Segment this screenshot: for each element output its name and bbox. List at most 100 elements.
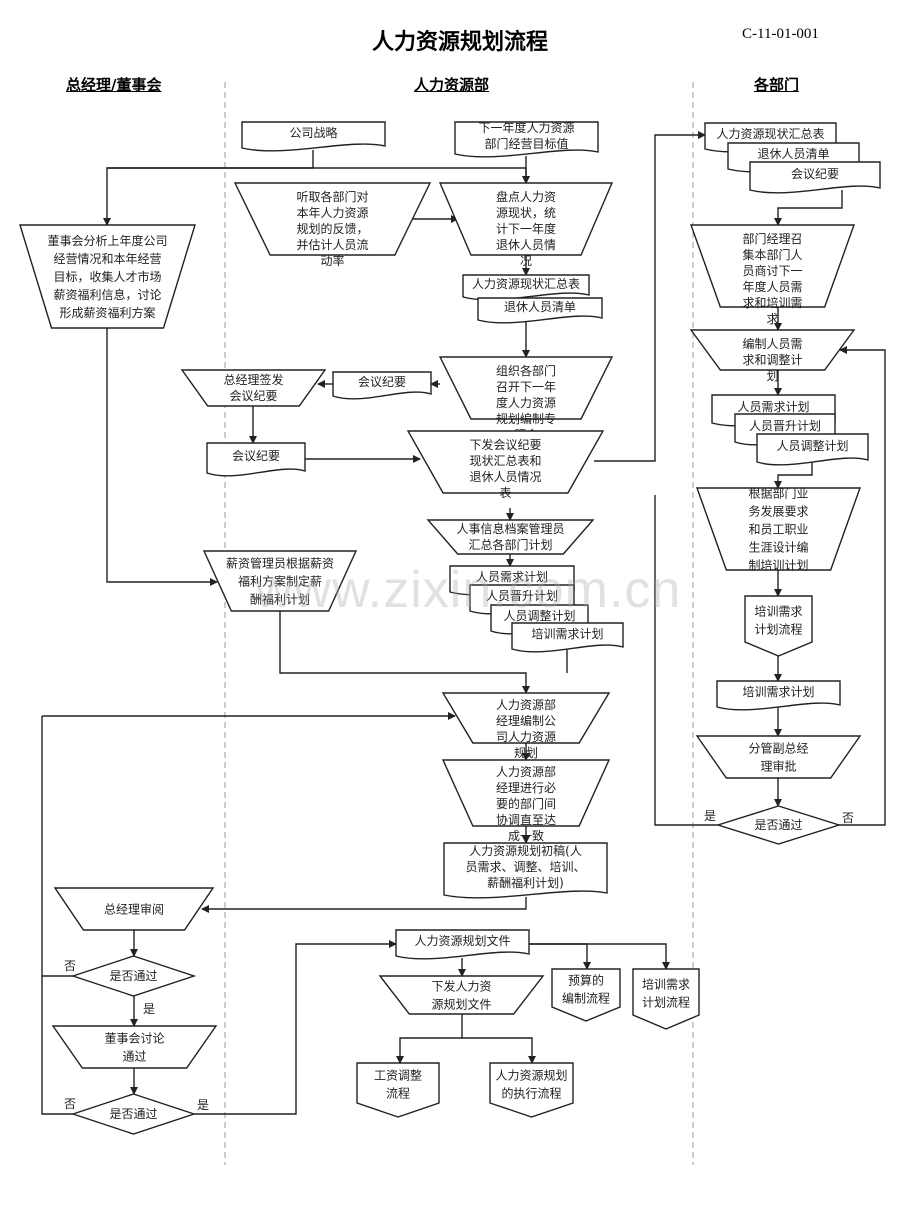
node-label-line: 培训需求 [754,604,802,619]
node-label-line: 是否通过 [754,818,802,832]
node-label-line: 本年人力资源 [296,206,368,220]
node-label-line: 表 [499,486,511,500]
doc-shape [206,442,306,477]
connector-line [106,328,218,586]
node-label-line: 退休人员清单 [504,300,576,314]
node-label-line: 董事会分析上年度公司 [47,233,167,248]
node-label-line: 退休人员情 [496,238,556,252]
node-label-line: 现状汇总表和 [469,454,541,468]
connectors [41,131,886,1115]
doc-shape [332,371,432,400]
node-label-line: 酬福利计划 [250,592,310,607]
connector-line [41,716,73,977]
diamond-shape [715,805,842,845]
offpage-shape [744,595,813,657]
node-label-line: 编制人员需 [742,336,802,351]
node-label-line: 人事信息档案管理员 [456,521,564,536]
node-label-line: 会议纪要 [791,167,839,181]
node-label-line: 薪资管理员根据薪资 [226,556,334,571]
node-label-line: 人力资源部 [496,697,556,712]
node-label-line: 员商讨下一 [742,263,802,278]
connector-line [41,976,73,1115]
node-label-line: 人员晋升计划 [486,589,558,603]
node-doc-minutes-2: 会议纪要 [206,442,306,477]
diamond-shape [70,955,197,997]
node-label-line: 要的部门间 [496,796,556,811]
doc-shape [454,121,599,158]
node-label-line: 总经理审阅 [104,902,164,917]
lane-header-departments: 各部门 [754,76,800,94]
node-label-line: 经营情况和本年经营 [53,252,161,266]
connector-line [594,131,706,462]
branch-label-yes: 是 [704,809,716,823]
doc-shape [749,161,881,194]
connector-line [839,346,886,826]
connector-line [107,167,530,184]
node-plan-file: 人力资源规划文件 [395,929,530,960]
trap-shape [426,519,595,555]
trap-shape [441,692,611,744]
lane-header-hr-dept: 人力资源部 [414,76,490,94]
node-label-line: 会议纪要 [229,389,277,403]
node-label-line: 下发会议纪要 [469,437,541,452]
node-label-line: 总经理签发 [223,372,283,387]
node-dept-doc-adjust: 人员调整计划 [756,433,869,466]
node-label-line: 生涯设计编 [748,540,808,555]
node-label-line: 规划编制专 [496,411,556,426]
node-label-line: 计划流程 [642,995,690,1010]
node-label-line: 协调直至达 [496,812,556,827]
connector-line [462,1037,536,1064]
node-label-line: 是否通过 [109,1107,157,1121]
connector-line [774,462,813,489]
node-label-line: 制培训计划 [748,558,808,573]
node-label-line: 年度人员需 [742,279,802,294]
node-label-line: 规划 [514,745,538,760]
node-label-line: 成一致 [508,829,544,843]
node-label-line: 动率 [320,253,344,268]
node-label-line: 部门经营目标值 [484,136,568,151]
node-label-line: 况 [520,254,532,268]
node-label-line: 求和培训需 [742,295,802,310]
node-gm-review: 总经理审阅 [53,887,215,931]
doc-shape [511,622,624,653]
node-label-line: 理审批 [760,759,796,774]
node-board-decision: 是否通过 [70,1093,197,1135]
node-label-line: 求 [766,312,778,326]
node-label-line: 董事会讨论 [104,1032,164,1046]
branch-label-no: 否 [64,1097,76,1111]
node-label-line: 会议纪要 [232,449,280,463]
trap-shape [406,430,605,494]
node-label-line: 集本部门人 [742,247,802,262]
node-dept-doc-minutes: 会议纪要 [749,161,881,194]
lane-header-gm-board: 总经理/董事会 [66,76,162,94]
node-label-line: 福利方案制定薪 [238,574,322,589]
node-label-line: 人力资源现状汇总表 [716,127,824,141]
branch-label-yes: 是 [143,1002,155,1016]
node-label-line: 盘点人力资 [496,189,556,204]
node-label-line: 源规划文件 [431,997,491,1012]
node-label-line: 人力资源规划初稿(人 [469,843,582,858]
node-label-line: 培训需求 [642,977,690,992]
node-label-line: 退休人员情况 [469,470,541,484]
node-label-line: 计下一年度 [496,221,556,236]
node-label-line: 司人力资源 [496,730,556,744]
doc-shape [462,274,590,301]
trap-shape [53,887,215,931]
node-label-line: 编制流程 [562,991,610,1006]
connector-line [194,940,397,1115]
page-title: 人力资源规划流程 [371,29,548,55]
node-label-line: 人力资源规划 [495,1068,567,1083]
node-label-line: 组织各部门 [496,363,556,378]
trap-shape [696,487,861,571]
node-label-line: 流程 [386,1086,410,1101]
